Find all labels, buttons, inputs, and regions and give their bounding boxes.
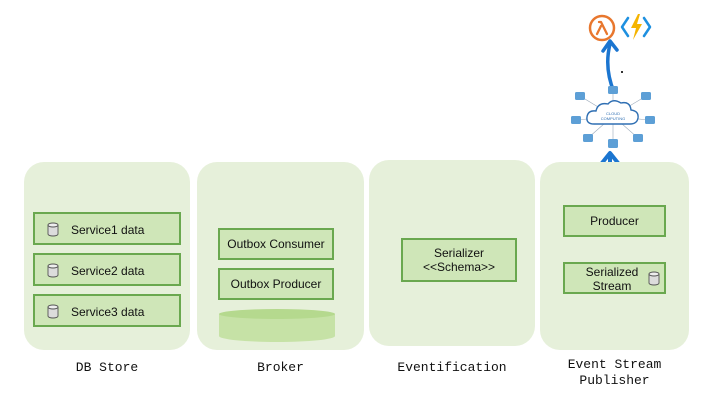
cloud-computing-icon: CLOUD COMPUTING — [571, 86, 655, 148]
producer-box: Producer — [563, 205, 666, 237]
service1-data-box: Service1 data — [33, 212, 181, 245]
service1-data-label: Service1 data — [71, 223, 145, 237]
serialized-stream-label: Serialized Stream — [585, 265, 639, 293]
database-icon — [47, 304, 59, 319]
outbox-consumer-label: Outbox Consumer — [227, 237, 325, 251]
cloud-label-2: COMPUTING — [601, 116, 625, 121]
dot — [621, 71, 623, 73]
outbox-producer-label: Outbox Producer — [230, 277, 322, 291]
event-stream-publisher-caption: Event Stream Publisher — [567, 357, 662, 388]
serializer-label: Serializer <<Schema>> — [422, 246, 496, 274]
cloud-label-1: CLOUD — [606, 111, 620, 116]
database-icon — [47, 263, 59, 278]
serializer-box: Serializer <<Schema>> — [401, 238, 517, 282]
aws-lambda-icon — [588, 14, 616, 42]
eventification-caption: Eventification — [397, 360, 507, 375]
database-icon — [47, 222, 59, 237]
database-icon — [648, 271, 660, 286]
outbox-consumer-box: Outbox Consumer — [218, 228, 334, 260]
event-stream-publisher-panel — [540, 162, 689, 350]
service3-data-box: Service3 data — [33, 294, 181, 327]
service2-data-label: Service2 data — [71, 264, 145, 278]
serialized-stream-box: Serialized Stream — [563, 262, 666, 294]
service2-data-box: Service2 data — [33, 253, 181, 286]
broker-caption: Broker — [257, 360, 304, 375]
service3-data-label: Service3 data — [71, 305, 145, 319]
producer-label: Producer — [590, 214, 639, 228]
azure-functions-icon — [620, 14, 652, 40]
outbox-producer-box: Outbox Producer — [218, 268, 334, 300]
broker-storage-cylinder — [219, 309, 335, 342]
db-store-caption: DB Store — [75, 360, 139, 375]
